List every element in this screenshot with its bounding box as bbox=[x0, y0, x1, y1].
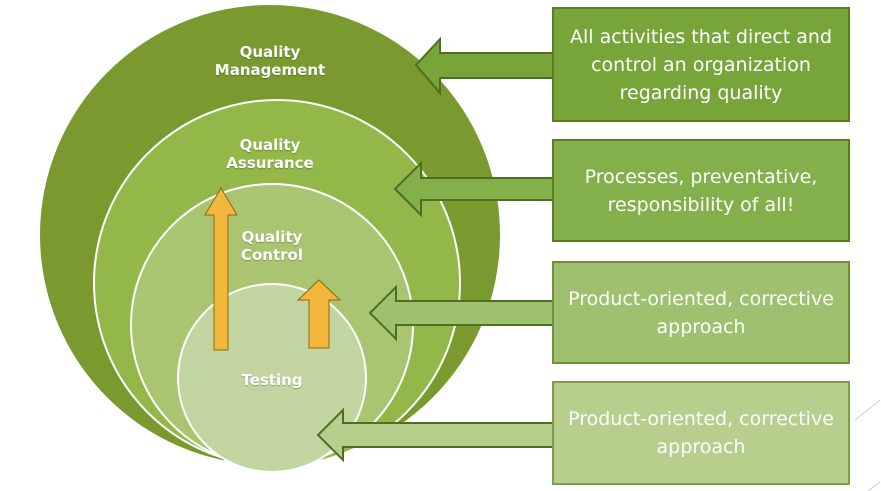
left-arrow-management bbox=[414, 36, 557, 96]
description-box-management bbox=[552, 7, 850, 122]
ring-label-control: Quality Control bbox=[240, 228, 303, 264]
description-text-testing: Product-oriented, corrective approach bbox=[568, 408, 834, 458]
up-arrow-icon bbox=[296, 279, 342, 349]
description-text-assurance: Processes, preventative, responsibility … bbox=[584, 165, 818, 216]
description-text-control: Product-oriented, corrective approach bbox=[568, 287, 834, 338]
up-arrow-icon bbox=[204, 187, 238, 351]
description-box-control bbox=[552, 261, 850, 364]
ring-label-assurance: Quality Assurance bbox=[226, 136, 314, 172]
ring-label-testing: Testing bbox=[241, 371, 303, 389]
description-box-testing bbox=[552, 381, 850, 485]
description-text-management: All activities that direct and control a… bbox=[569, 25, 833, 104]
decorative-line bbox=[854, 399, 881, 421]
ring-label-management: Quality Management bbox=[214, 43, 326, 79]
description-box-assurance bbox=[552, 139, 850, 242]
decorative-line bbox=[867, 481, 881, 491]
